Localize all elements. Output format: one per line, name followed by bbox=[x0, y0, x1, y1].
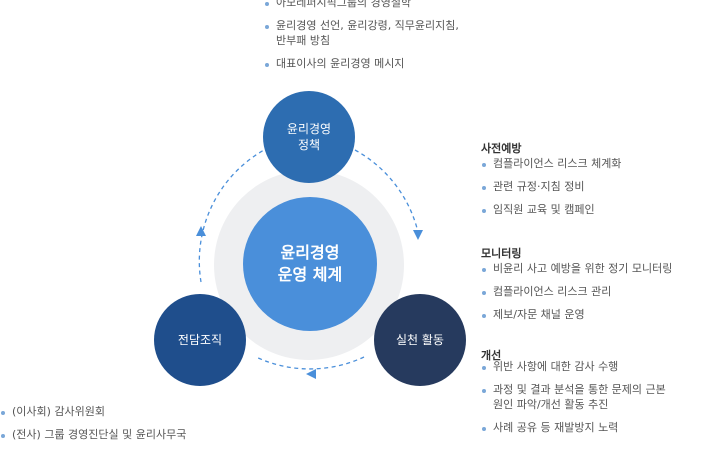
list-item: 대표이사의 윤리경영 메시지 bbox=[264, 56, 524, 71]
arc-policy-to-practice bbox=[354, 149, 419, 233]
list-item: (이사회) 감사위원회 bbox=[0, 404, 260, 419]
arc-organization-to-policy bbox=[198, 149, 265, 283]
list-item: 과정 및 결과 분석을 통한 문제의 근본 원인 파악/개선 활동 추진 bbox=[481, 382, 701, 412]
list-item: 관련 규정·지침 정비 bbox=[481, 179, 701, 194]
center-label: 윤리경영 운영 체계 bbox=[277, 243, 343, 284]
organization-item-list: (이사회) 감사위원회 (전사) 그룹 경영진단실 및 윤리사무국 bbox=[0, 404, 260, 450]
list-item: 비윤리 사고 예방을 위한 정기 모니터링 bbox=[481, 261, 701, 276]
arrowhead-left-icon bbox=[196, 226, 206, 236]
arrowhead-bottom-icon bbox=[306, 369, 316, 379]
list-item: 위반 사항에 대한 감사 수행 bbox=[481, 359, 701, 374]
policy-item-list: 아모레퍼시픽그룹의 경영철학 윤리경영 선언, 윤리강령, 직무윤리지침, 반부… bbox=[264, 0, 524, 79]
list-item: (전사) 그룹 경영진단실 및 윤리사무국 bbox=[0, 427, 260, 442]
list-item: 아모레퍼시픽그룹의 경영철학 bbox=[264, 0, 524, 10]
list-item: 컴플라이언스 리스크 체계화 bbox=[481, 156, 701, 171]
center-circle: 윤리경영 운영 체계 bbox=[243, 197, 377, 331]
monitoring-item-list: 비윤리 사고 예방을 위한 정기 모니터링 컴플라이언스 리스크 관리 제보/자… bbox=[481, 261, 701, 330]
prevention-item-list: 컴플라이언스 리스크 체계화 관련 규정·지침 정비 임직원 교육 및 캠페인 bbox=[481, 156, 701, 225]
node-practice: 실천 활동 bbox=[374, 294, 466, 386]
arc-practice-to-organization bbox=[255, 356, 365, 370]
cycle-arcs bbox=[196, 149, 423, 379]
list-item: 윤리경영 선언, 윤리강령, 직무윤리지침, 반부패 방침 bbox=[264, 18, 524, 48]
section-heading-improvement: 개선 bbox=[481, 349, 502, 362]
node-policy: 윤리경영 정책 bbox=[263, 91, 355, 183]
node-organization: 전담조직 bbox=[154, 294, 246, 386]
list-item: 제보/자문 채널 운영 bbox=[481, 307, 701, 322]
list-item: 임직원 교육 및 캠페인 bbox=[481, 202, 701, 217]
node-organization-label: 전담조직 bbox=[177, 333, 223, 347]
list-item: 컴플라이언스 리스크 관리 bbox=[481, 284, 701, 299]
list-item: 사례 공유 등 재발방지 노력 bbox=[481, 420, 701, 435]
arrowhead-right-icon bbox=[413, 230, 423, 240]
section-heading-monitoring: 모니터링 bbox=[481, 247, 522, 260]
node-policy-label: 윤리경영 정책 bbox=[286, 122, 332, 152]
improvement-item-list: 위반 사항에 대한 감사 수행 과정 및 결과 분석을 통한 문제의 근본 원인… bbox=[481, 359, 701, 443]
section-heading-prevention: 사전예방 bbox=[481, 142, 522, 155]
node-practice-label: 실천 활동 bbox=[396, 333, 444, 347]
